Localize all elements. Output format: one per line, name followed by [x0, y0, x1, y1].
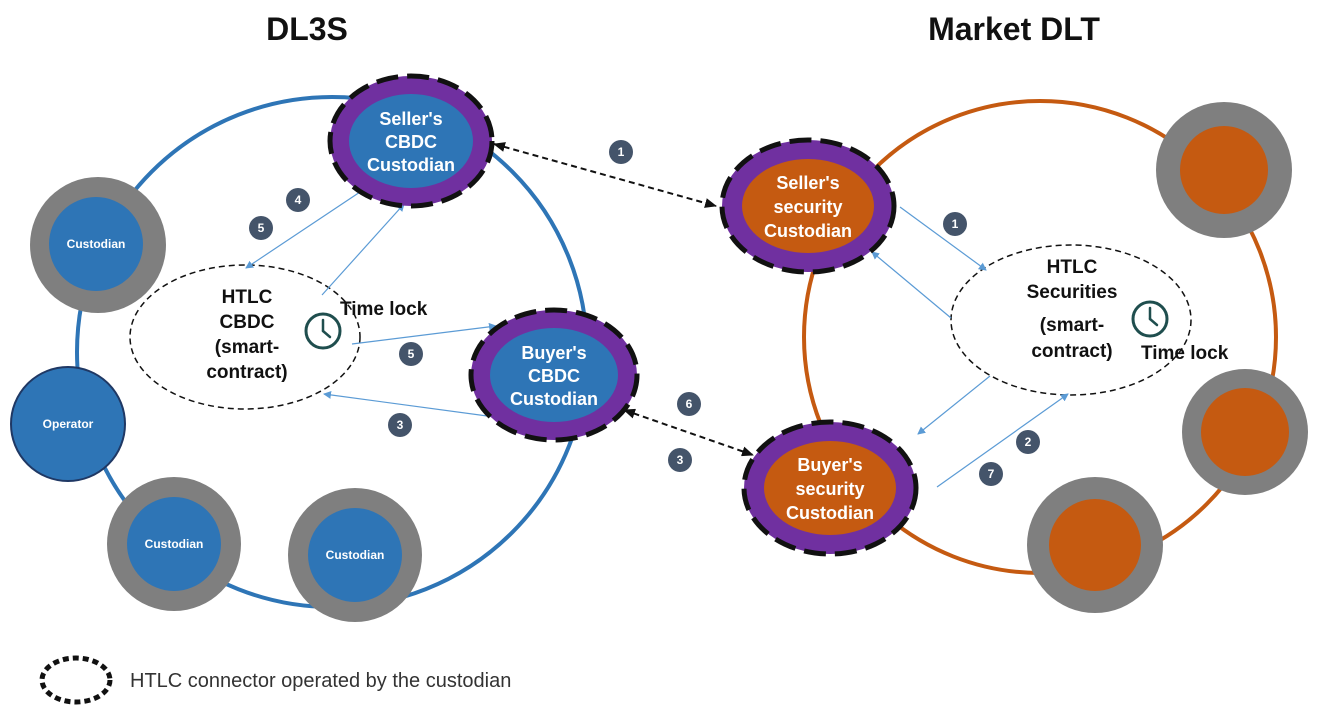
arrow-buyer-to-htlc-cbdc	[323, 390, 503, 419]
buyer-cbdc-label-2: CBDC	[528, 366, 580, 386]
market-node-top-right	[1156, 102, 1292, 238]
arrow-htlc-sec-to-seller-sec	[871, 251, 952, 319]
step-badge: 3	[668, 448, 692, 472]
arrow-seller-sec-to-htlc-sec	[899, 206, 987, 271]
seller-cbdc-label-3: Custodian	[367, 155, 455, 175]
buyer-security-label-3: Custodian	[786, 503, 874, 523]
svg-text:5: 5	[408, 347, 415, 361]
legend-connector-symbol	[39, 655, 113, 705]
clock-icon	[304, 312, 342, 350]
svg-text:1: 1	[952, 217, 959, 231]
buyer-security-custodian-node: Buyer's security Custodian	[741, 419, 919, 557]
htlc-securities-contract	[950, 244, 1192, 396]
htlc-cbdc-line2: CBDC	[220, 312, 275, 333]
svg-text:3: 3	[397, 418, 404, 432]
buyer-cbdc-label-3: Custodian	[510, 389, 598, 409]
seller-cbdc-label-1: Seller's	[379, 109, 442, 129]
buyer-security-label-2: security	[795, 479, 864, 499]
seller-cbdc-custodian-node: Seller's CBDC Custodian	[327, 73, 495, 209]
seller-security-label-1: Seller's	[776, 173, 839, 193]
custodian-label: Custodian	[145, 537, 204, 551]
step-badge: 5	[399, 342, 423, 366]
cross-chain-arrow-sellers	[493, 142, 717, 208]
svg-text:4: 4	[295, 193, 302, 207]
time-lock-label-right: Time lock	[1141, 343, 1229, 364]
svg-text:5: 5	[258, 221, 265, 235]
arrow-htlc-cbdc-to-buyer	[351, 322, 497, 345]
arrow-htlc-sec-to-buyer-sec	[917, 375, 991, 435]
step-badge: 2	[1016, 430, 1040, 454]
seller-security-label-3: Custodian	[764, 221, 852, 241]
seller-cbdc-label-2: CBDC	[385, 132, 437, 152]
step-badge: 7	[979, 462, 1003, 486]
step-badge: 6	[677, 392, 701, 416]
arrow-seller-to-htlc-cbdc	[245, 189, 364, 269]
buyer-cbdc-label-1: Buyer's	[521, 343, 586, 363]
buyer-cbdc-custodian-node: Buyer's CBDC Custodian	[468, 307, 640, 443]
custodian-node-bottom-middle: Custodian	[288, 488, 422, 622]
arrow-htlc-cbdc-to-seller	[321, 203, 405, 296]
seller-security-custodian-node: Seller's security Custodian	[719, 137, 897, 275]
arrow-buyer-sec-to-htlc-sec	[936, 393, 1069, 488]
seller-security-label-2: security	[773, 197, 842, 217]
operator-node: Operator	[10, 366, 126, 482]
htlc-securities-line2: Securities	[1027, 282, 1118, 303]
custodian-label: Custodian	[326, 548, 385, 562]
htlc-securities-line3: (smart-	[1040, 315, 1104, 336]
svg-text:3: 3	[677, 453, 684, 467]
htlc-securities-line1: HTLC	[1047, 257, 1098, 278]
svg-text:6: 6	[686, 397, 693, 411]
htlc-cbdc-line1: HTLC	[222, 287, 273, 308]
dl3s-title: DL3S	[266, 11, 348, 47]
cross-chain-arrow-buyers	[623, 408, 754, 457]
market-node-bottom-right	[1027, 477, 1163, 613]
htlc-cbdc-line3: (smart-	[215, 337, 279, 358]
custodian-node-upper-left: Custodian	[30, 177, 166, 313]
htlc-securities-line4: contract)	[1031, 341, 1112, 362]
buyer-security-label-1: Buyer's	[797, 455, 862, 475]
operator-label: Operator	[43, 417, 94, 431]
htlc-cbdc-contract	[129, 264, 361, 410]
step-badge: 3	[388, 413, 412, 437]
step-badge: 1	[609, 140, 633, 164]
step-badge: 5	[249, 216, 273, 240]
market-node-middle-right	[1182, 369, 1308, 495]
custodian-label: Custodian	[67, 237, 126, 251]
clock-icon	[1131, 300, 1169, 338]
legend-text: HTLC connector operated by the custodian	[130, 670, 511, 692]
svg-text:1: 1	[618, 145, 625, 159]
svg-text:7: 7	[988, 467, 995, 481]
htlc-cbdc-line4: contract)	[206, 362, 287, 383]
step-badge: 1	[943, 212, 967, 236]
step-badge: 4	[286, 188, 310, 212]
time-lock-label-left: Time lock	[340, 299, 428, 320]
svg-text:2: 2	[1025, 435, 1032, 449]
market-dlt-title: Market DLT	[928, 11, 1100, 47]
custodian-node-bottom-left: Custodian	[107, 477, 241, 611]
